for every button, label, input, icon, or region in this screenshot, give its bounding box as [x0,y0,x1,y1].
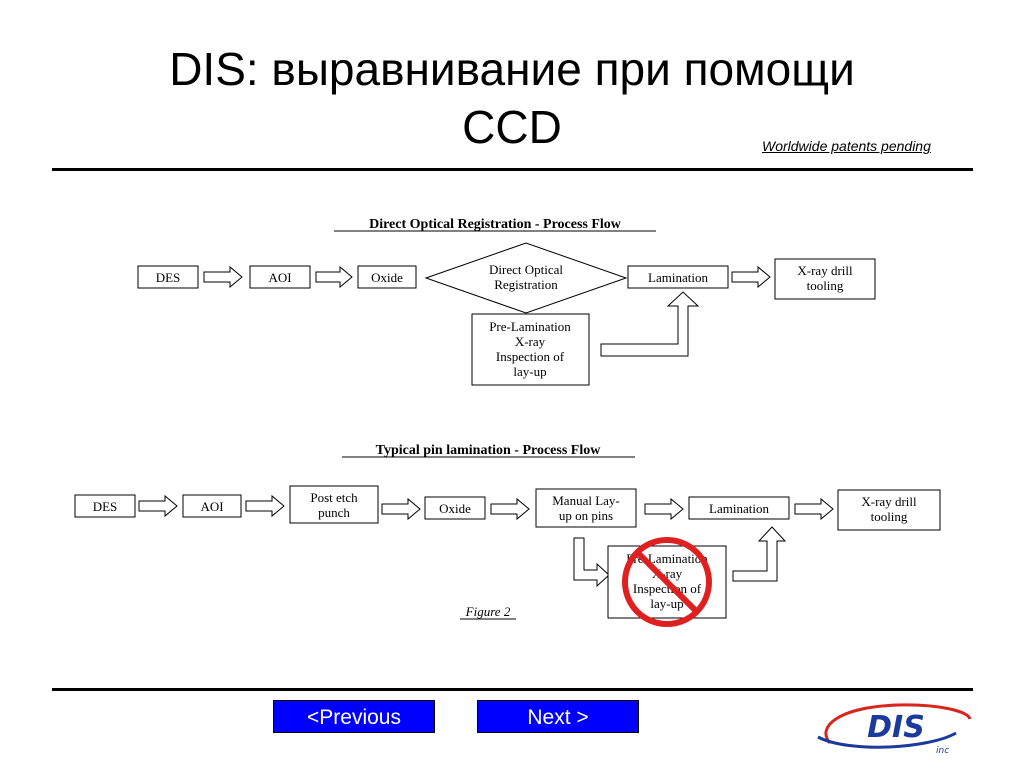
page-title: DIS: выравнивание при помощи CCD [52,40,972,156]
d2-prelam-line4: lay-up [650,596,683,611]
figure-caption: Figure 2 [465,604,511,619]
d2-xray-line2: tooling [871,509,908,524]
arrow-right-icon [381,497,421,521]
d1-lamination-label: Lamination [648,270,708,285]
diagram2-title: Typical pin lamination - Process Flow [376,443,602,458]
arrow-right-icon [315,265,353,289]
arrow-right-icon [794,497,834,521]
diagram-direct-optical-registration: Direct Optical Registration - Process Fl… [137,217,876,386]
d2-des-box [74,494,136,518]
diagram1-title: Direct Optical Registration - Process Fl… [369,217,622,232]
prohibition-icon [622,537,712,627]
d2-xray-line1: X-ray drill [861,494,917,509]
d1-des-label: DES [156,270,181,285]
d1-prelam-box [471,313,590,386]
d2-manual-line2: up on pins [559,508,613,523]
d2-postetch-line2: punch [318,505,350,520]
d2-manual-box [535,488,637,528]
d1-dor-line1: Direct Optical [489,262,563,277]
d1-aoi-box [249,265,311,289]
logo-swoosh-blue [817,731,957,749]
title-line-1: DIS: выравнивание при помощи [169,43,855,95]
d1-xray-box [774,258,876,300]
d2-xray-box [837,489,941,531]
d1-des-box [137,265,199,289]
d1-xray-line1: X-ray drill [797,263,853,278]
diagram-typical-pin-lamination: Typical pin lamination - Process Flow DE… [74,443,941,627]
elbow-arrow-up-icon [732,526,787,582]
logo-text: DIS [867,710,925,745]
d1-oxide-label: Oxide [371,270,403,285]
next-button[interactable]: Next > [477,700,639,733]
d1-prelam-line3: Inspection of [496,349,565,364]
top-divider [52,168,973,171]
logo-swoosh-red [824,703,972,744]
arrow-right-icon [490,497,530,521]
d1-prelam-line1: Pre-Lamination [489,319,571,334]
elbow-arrow-up-icon [600,291,700,357]
arrow-right-icon [245,494,285,518]
d2-lamination-box [688,496,790,520]
d2-lamination-label: Lamination [709,501,769,516]
d1-dor-line2: Registration [494,277,558,292]
arrow-right-icon [644,497,684,521]
d1-aoi-label: AOI [268,270,291,285]
d2-postetch-line1: Post etch [310,490,358,505]
d2-manual-line1: Manual Lay- [552,493,620,508]
bottom-divider [52,688,973,691]
d1-prelam-line4: lay-up [513,364,546,379]
d2-postetch-box [289,485,379,524]
logo-suffix: inc [936,746,949,756]
d1-xray-line2: tooling [807,278,844,293]
arrow-right-icon [138,494,178,518]
arrow-right-icon [731,265,771,289]
arrow-right-icon [203,265,243,289]
d2-aoi-label: AOI [200,499,223,514]
elbow-arrow-down-right-icon [573,537,610,588]
d2-des-label: DES [93,499,118,514]
previous-button[interactable]: <Previous [273,700,435,733]
d1-prelam-line2: X-ray [515,334,546,349]
title-line-2: CCD [462,101,562,153]
d2-oxide-label: Oxide [439,501,471,516]
d2-aoi-box [182,494,242,518]
d1-decision-diamond [424,242,628,314]
d1-lamination-box [627,265,729,289]
d2-prelam-line3: Inspection of [633,581,702,596]
dis-logo: DIS inc [817,703,972,756]
patents-pending-link[interactable]: Worldwide patents pending [762,138,931,154]
d2-oxide-box [424,496,486,520]
d1-oxide-box [357,265,417,289]
